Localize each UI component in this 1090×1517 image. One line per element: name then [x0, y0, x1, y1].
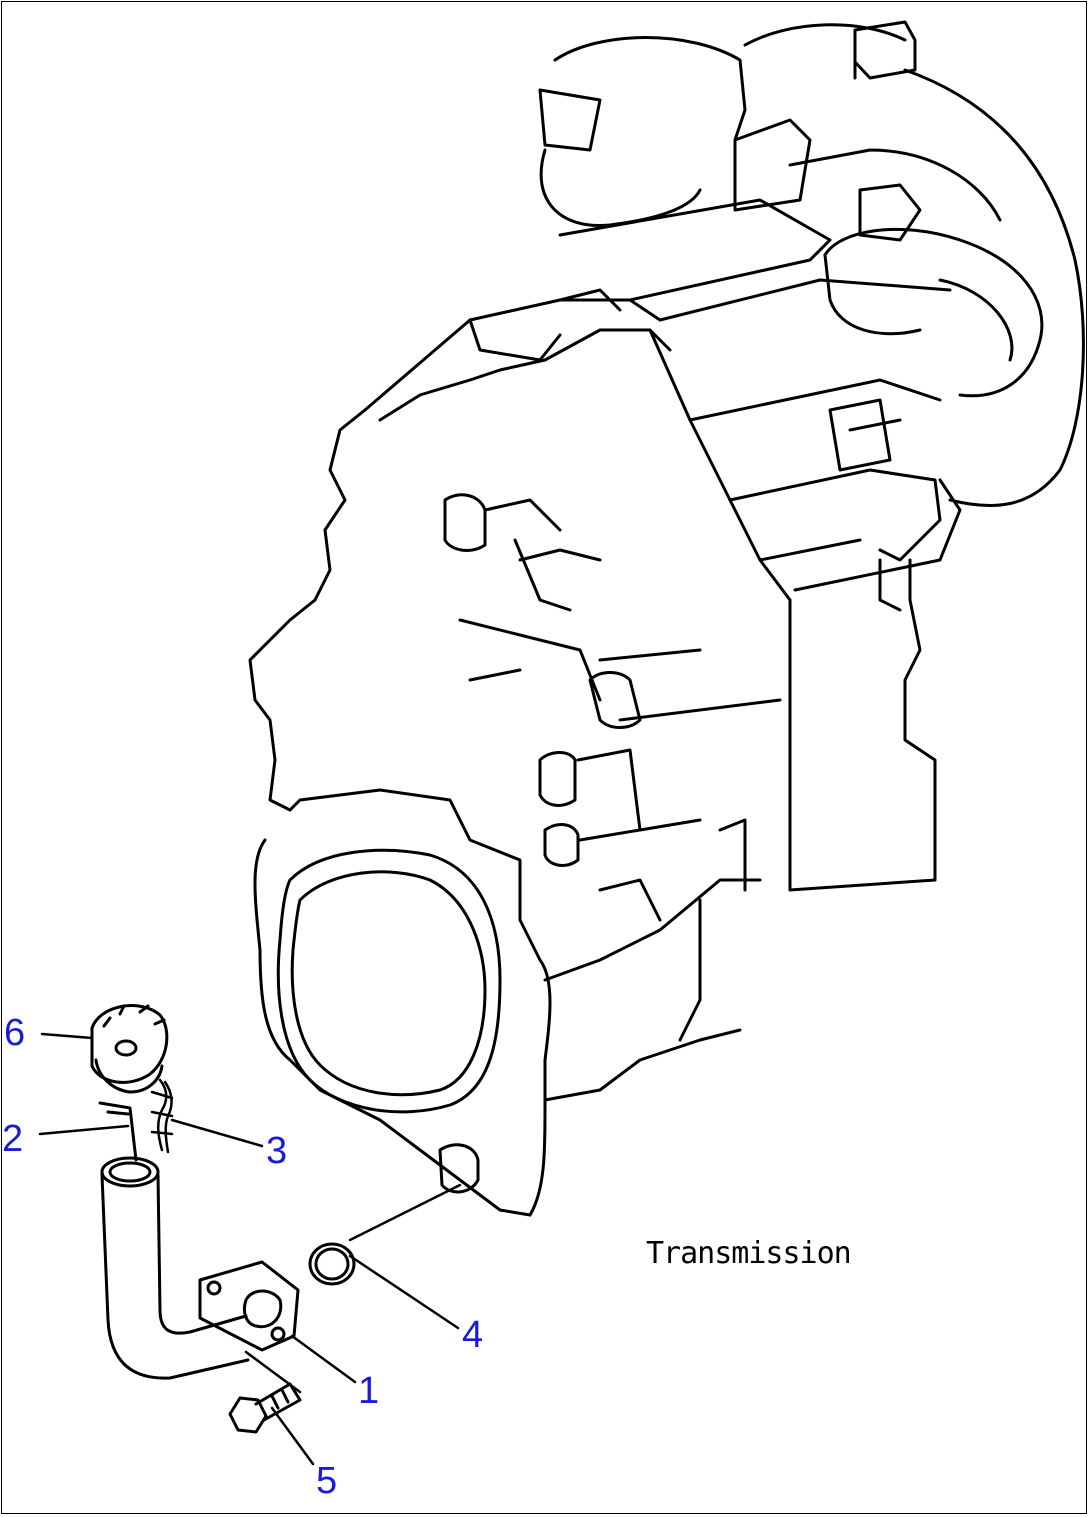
leader-line-4b — [348, 1183, 462, 1242]
leader-line-6 — [40, 1032, 94, 1040]
assembly-label: Transmission — [646, 1236, 852, 1271]
callout-2: 2 — [2, 1118, 24, 1160]
callout-3: 3 — [266, 1130, 288, 1172]
callout-1: 1 — [358, 1370, 380, 1412]
o-ring — [308, 1242, 356, 1286]
leader-line-2 — [38, 1124, 130, 1136]
leader-line-4 — [348, 1254, 460, 1330]
oil-level-gauge — [98, 1101, 138, 1162]
leader-line-5 — [270, 1406, 315, 1466]
callout-5: 5 — [316, 1460, 338, 1502]
leader-line-1 — [290, 1334, 357, 1384]
callout-6: 6 — [4, 1012, 26, 1054]
gauge-chain — [150, 1078, 174, 1154]
bolt — [228, 1382, 302, 1434]
oil-filler-pipe — [100, 1156, 300, 1380]
transmission-housing — [248, 20, 1085, 1217]
filler-cap — [90, 1004, 169, 1094]
callout-4: 4 — [462, 1314, 484, 1356]
leader-lines — [38, 1032, 462, 1466]
leader-line-3 — [170, 1118, 264, 1148]
